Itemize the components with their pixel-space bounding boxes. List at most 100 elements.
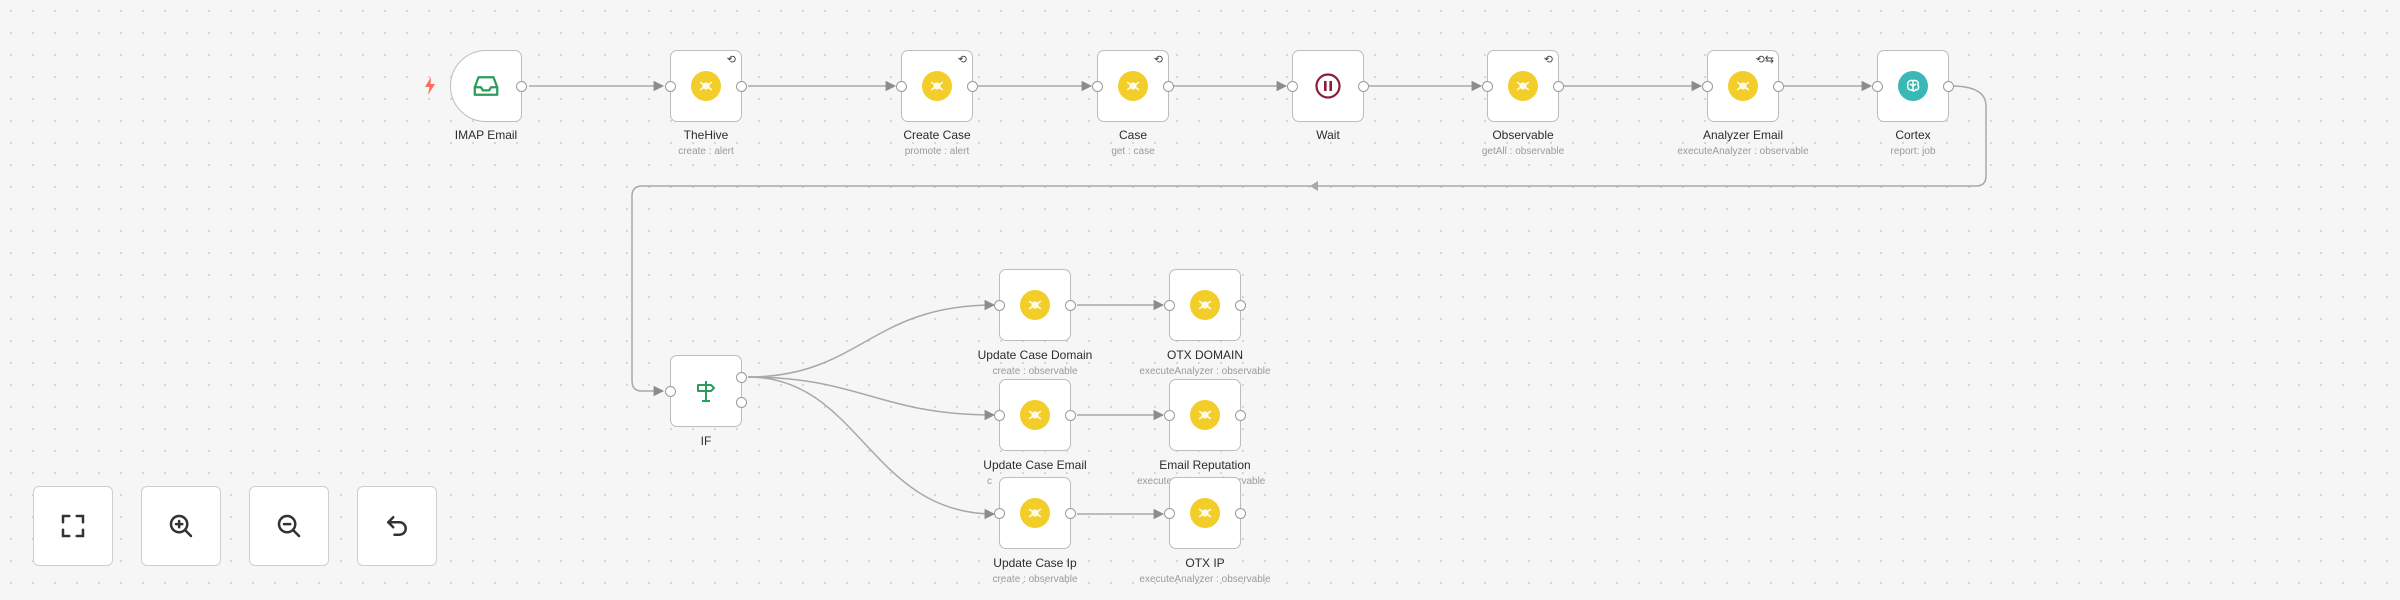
thehive-bee-icon bbox=[1020, 290, 1050, 320]
refresh-icon: ⟲ bbox=[726, 54, 736, 66]
output-port[interactable] bbox=[1065, 508, 1076, 519]
refresh-icon: ⟲ bbox=[1543, 54, 1553, 66]
output-port[interactable] bbox=[967, 81, 978, 92]
node-update-case-domain[interactable] bbox=[994, 269, 1076, 341]
node-case[interactable]: ⟲ bbox=[1092, 50, 1174, 122]
input-port[interactable] bbox=[1702, 81, 1713, 92]
undo-icon bbox=[387, 516, 407, 536]
output-port[interactable] bbox=[1065, 410, 1076, 421]
node-title: Update Case Domain bbox=[977, 348, 1093, 362]
output-port[interactable] bbox=[1358, 81, 1369, 92]
node-subtitle: promote : alert bbox=[904, 146, 970, 157]
output-port[interactable] bbox=[1773, 81, 1784, 92]
output-port[interactable] bbox=[1943, 81, 1954, 92]
refresh-link-icon: ⟲⇆ bbox=[1755, 54, 1774, 66]
node-title: Email Reputation bbox=[1159, 458, 1251, 472]
node-update-case-email[interactable] bbox=[994, 379, 1076, 451]
reset-zoom-button[interactable] bbox=[357, 486, 437, 566]
node-title: Create Case bbox=[903, 128, 971, 142]
input-port[interactable] bbox=[665, 386, 676, 397]
node-if[interactable] bbox=[665, 355, 747, 427]
thehive-bee-icon bbox=[1190, 290, 1220, 320]
node-subtitle-tail: bservable bbox=[1222, 476, 1266, 487]
node-subtitle: executeA bbox=[1137, 476, 1179, 487]
node-update-case-ip[interactable] bbox=[994, 477, 1076, 549]
node-subtitle: report: job bbox=[1890, 146, 1936, 157]
edge-if-updateip bbox=[747, 376, 996, 520]
zoom-in-button[interactable] bbox=[141, 486, 221, 566]
input-port[interactable] bbox=[1164, 508, 1175, 519]
fullscreen-icon bbox=[61, 514, 85, 538]
output-port[interactable] bbox=[1235, 508, 1246, 519]
zoom-in-icon bbox=[169, 514, 193, 538]
input-port[interactable] bbox=[994, 300, 1005, 311]
thehive-bee-icon bbox=[1020, 498, 1050, 528]
node-imap-email[interactable] bbox=[450, 50, 527, 122]
fit-view-button[interactable] bbox=[33, 486, 113, 566]
input-port[interactable] bbox=[1287, 81, 1298, 92]
node-subtitle: get : case bbox=[1111, 146, 1155, 157]
node-title: IMAP Email bbox=[454, 128, 518, 142]
inbox-icon bbox=[471, 71, 501, 101]
refresh-icon: ⟲ bbox=[1153, 54, 1163, 66]
output-port-false[interactable] bbox=[736, 397, 747, 408]
thehive-bee-icon bbox=[691, 71, 721, 101]
input-port[interactable] bbox=[896, 81, 907, 92]
zoom-out-icon bbox=[277, 514, 301, 538]
input-port[interactable] bbox=[994, 410, 1005, 421]
output-port[interactable] bbox=[1163, 81, 1174, 92]
zoom-out-button[interactable] bbox=[249, 486, 329, 566]
thehive-bee-icon bbox=[1190, 400, 1220, 430]
node-title: Case bbox=[1118, 128, 1147, 142]
node-wait[interactable] bbox=[1287, 50, 1369, 122]
node-otx-ip[interactable] bbox=[1164, 477, 1246, 549]
node-thehive[interactable]: ⟲ bbox=[665, 50, 747, 122]
node-title: Observable bbox=[1492, 128, 1554, 142]
node-subtitle: getAll : observable bbox=[1481, 146, 1565, 157]
output-port[interactable] bbox=[1553, 81, 1564, 92]
node-subtitle: executeAnalyzer : observable bbox=[1677, 146, 1809, 157]
node-title: Update Case Email bbox=[983, 458, 1087, 472]
input-port[interactable] bbox=[1092, 81, 1103, 92]
node-subtitle: create : observable bbox=[992, 574, 1078, 585]
node-observable[interactable]: ⟲ bbox=[1482, 50, 1564, 122]
node-subtitle: create : observable bbox=[992, 366, 1078, 377]
cortex-brain-icon bbox=[1898, 71, 1928, 101]
edge-if-updatedomain bbox=[747, 299, 996, 378]
input-port[interactable] bbox=[1872, 81, 1883, 92]
thehive-bee-icon bbox=[1508, 71, 1538, 101]
output-port[interactable] bbox=[1235, 410, 1246, 421]
node-analyzer-email[interactable]: ⟲⇆ bbox=[1702, 50, 1784, 122]
output-port[interactable] bbox=[1235, 300, 1246, 311]
refresh-icon: ⟲ bbox=[957, 54, 967, 66]
node-email-reputation[interactable] bbox=[1164, 379, 1246, 451]
node-subtitle: create : alert bbox=[678, 146, 734, 157]
output-port[interactable] bbox=[736, 81, 747, 92]
input-port[interactable] bbox=[1164, 410, 1175, 421]
thehive-bee-icon bbox=[1020, 400, 1050, 430]
node-otx-domain[interactable] bbox=[1164, 269, 1246, 341]
node-title: IF bbox=[700, 434, 712, 448]
input-port[interactable] bbox=[1482, 81, 1493, 92]
node-title: OTX IP bbox=[1185, 556, 1225, 570]
output-port[interactable] bbox=[516, 81, 527, 92]
node-cortex[interactable] bbox=[1872, 50, 1954, 122]
edge-cortex-if bbox=[631, 85, 1987, 397]
node-title: OTX DOMAIN bbox=[1166, 348, 1243, 362]
output-port[interactable] bbox=[1065, 300, 1076, 311]
input-port[interactable] bbox=[1164, 300, 1175, 311]
pause-icon bbox=[1313, 71, 1343, 101]
input-port[interactable] bbox=[665, 81, 676, 92]
edge-if-updateemail bbox=[747, 376, 996, 421]
input-port[interactable] bbox=[994, 508, 1005, 519]
thehive-bee-icon bbox=[922, 71, 952, 101]
node-create-case[interactable]: ⟲ bbox=[896, 50, 978, 122]
thehive-bee-icon bbox=[1118, 71, 1148, 101]
node-title: TheHive bbox=[683, 128, 729, 142]
thehive-bee-icon bbox=[1190, 498, 1220, 528]
node-title: Analyzer Email bbox=[1702, 128, 1784, 142]
node-title: Update Case Ip bbox=[993, 556, 1077, 570]
edge-direction-arrow bbox=[1310, 181, 1318, 191]
output-port-true[interactable] bbox=[736, 372, 747, 383]
